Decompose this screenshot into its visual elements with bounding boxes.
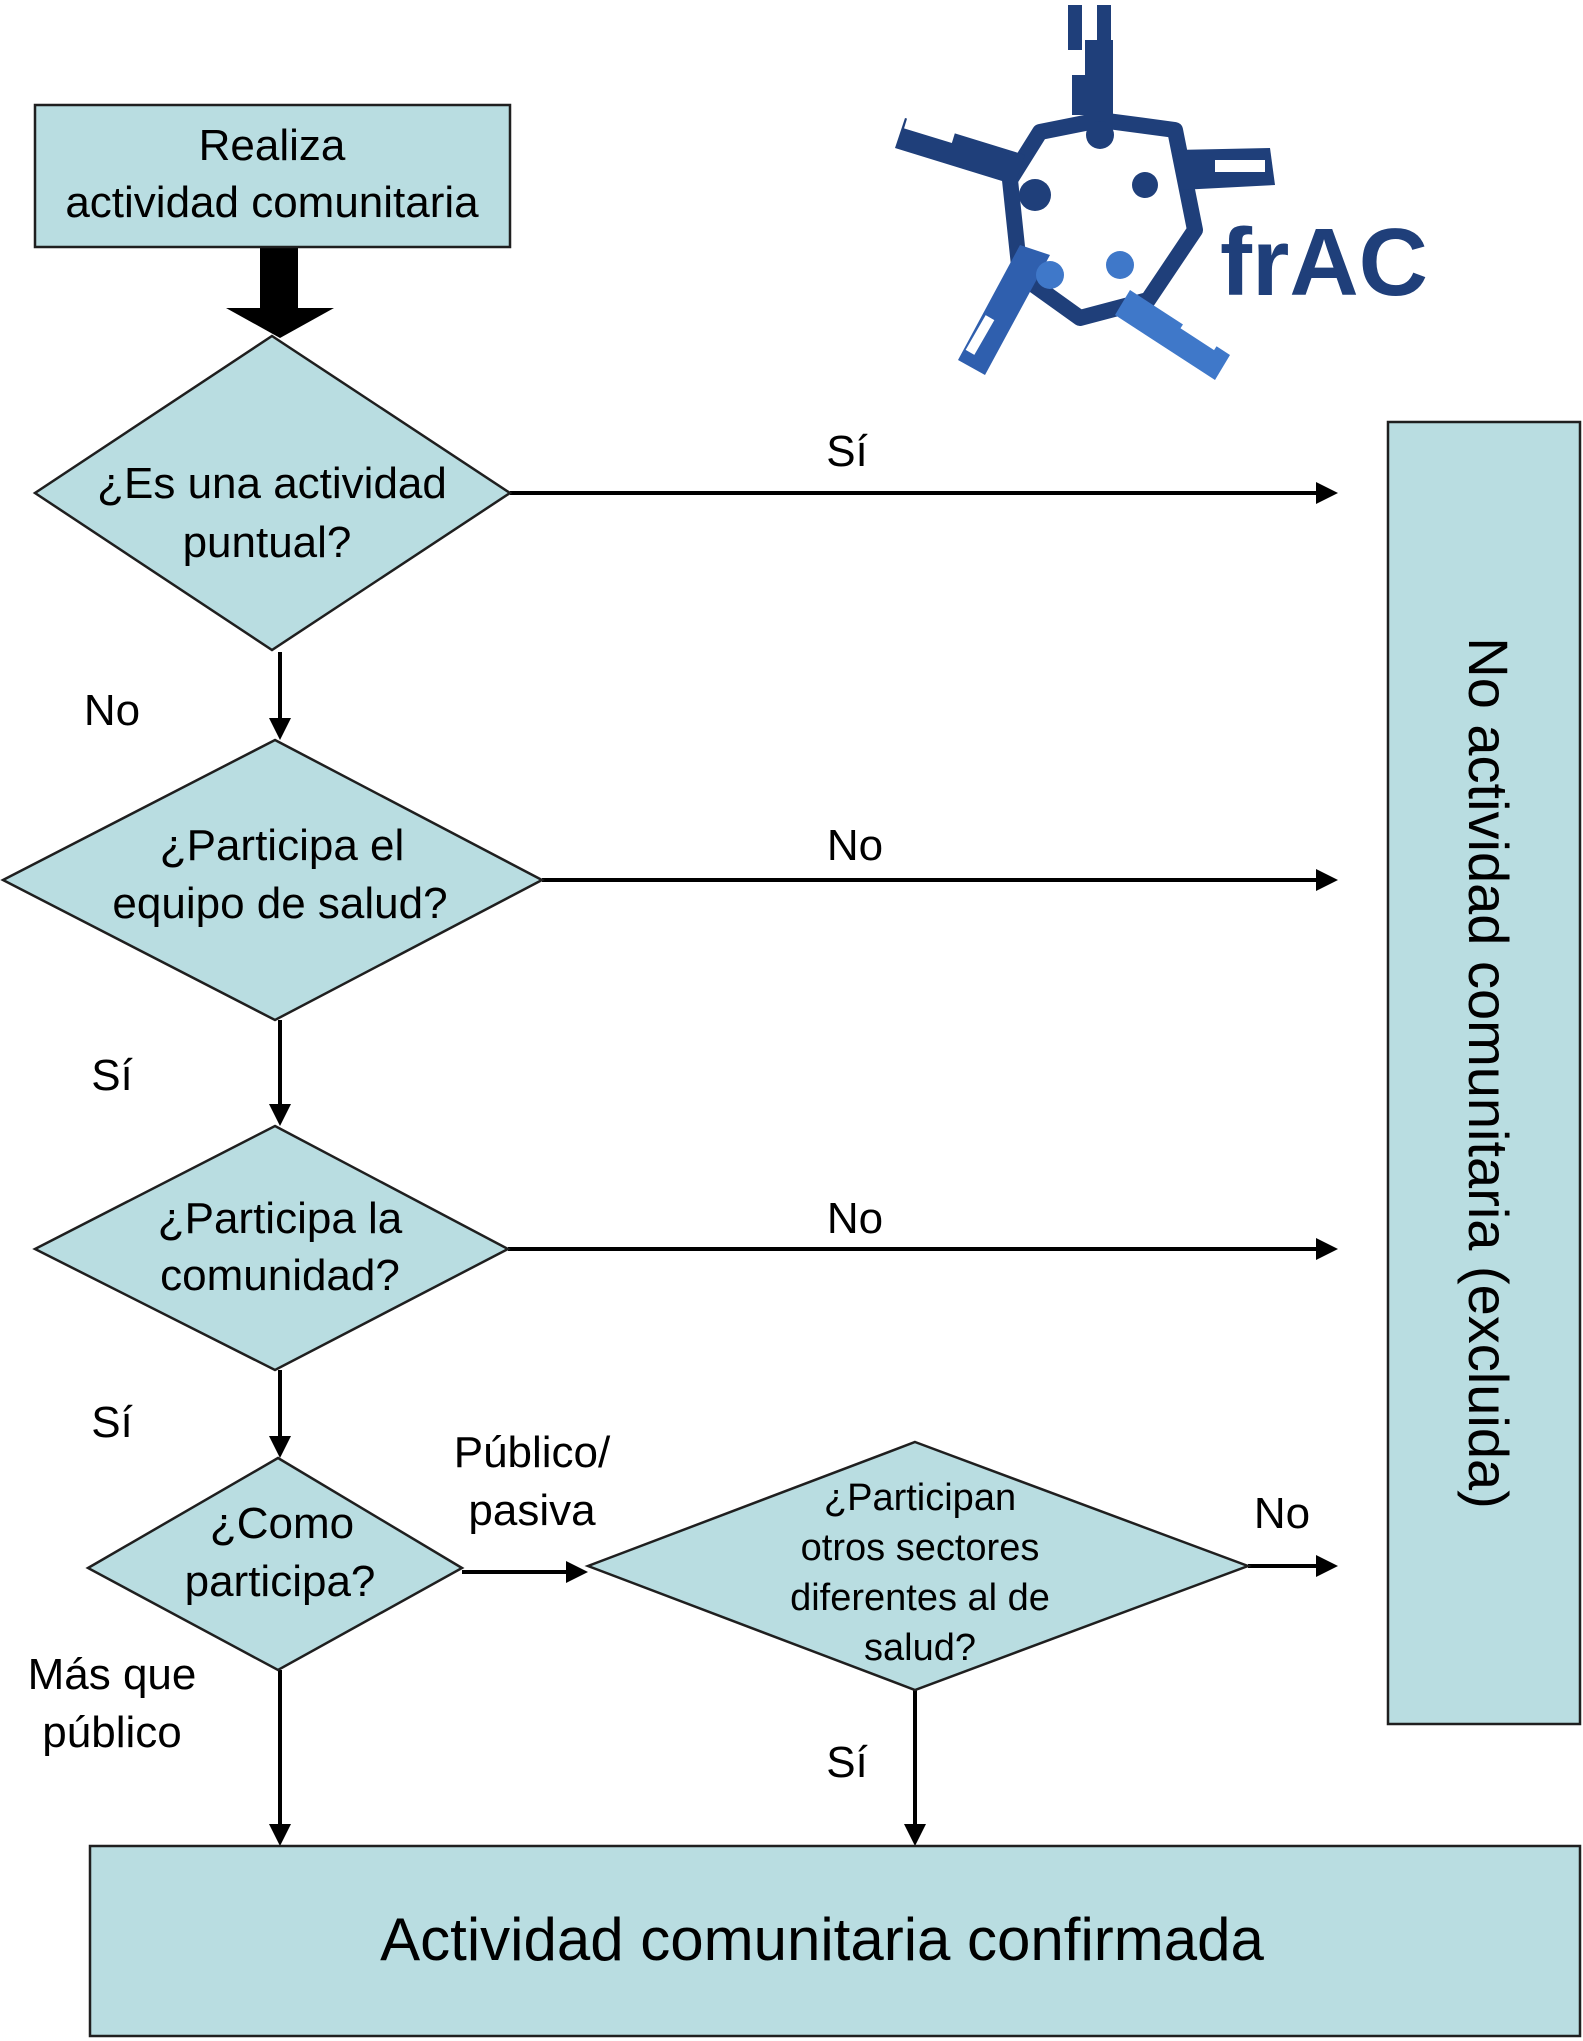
- node-q-health-team-diamond: [0, 738, 545, 1022]
- logo-hand-bottom-left: [958, 245, 1050, 375]
- logo-finger-left-1: [904, 114, 956, 144]
- logo-finger-right-1: [1215, 160, 1265, 172]
- edge-labels: Sí No No Sí No Sí Público/ pasiva Más qu…: [28, 427, 1311, 1787]
- node-start-box: [33, 103, 512, 249]
- logo-thumb-top: [1072, 75, 1112, 115]
- label-sectors-yes: Sí: [826, 1738, 868, 1787]
- node-confirmed-box: [88, 1844, 1582, 2038]
- label-community-no: No: [827, 1194, 883, 1243]
- node-q-community-line2: comunidad?: [160, 1251, 400, 1300]
- edge-community-yes-head: [269, 1436, 291, 1458]
- logo-ring: [1002, 112, 1203, 326]
- start-arrow-shaft: [260, 248, 298, 310]
- logo-finger-bottom-left: [965, 315, 995, 355]
- label-team-yes: Sí: [91, 1051, 133, 1100]
- logo-finger-top-left: [1068, 5, 1082, 50]
- node-start: Realiza actividad comunitaria: [33, 103, 512, 249]
- node-excluded-label: No actividad comunitaria (excluida): [1457, 637, 1520, 1509]
- node-q-health-team: ¿Participa el equipo de salud?: [0, 738, 545, 1022]
- edge-punctual-no-head: [269, 718, 291, 740]
- community-hands-icon: [895, 5, 1275, 380]
- node-q-community-diamond: [32, 1124, 511, 1372]
- logo-finger-bottom-right: [1180, 319, 1220, 351]
- logo-person-1: [1086, 121, 1114, 149]
- node-q-how-diamond: [85, 1456, 465, 1672]
- node-q-how: ¿Como participa?: [85, 1456, 465, 1672]
- node-start-line2: actividad comunitaria: [65, 178, 479, 227]
- node-q-punctual-diamond: [32, 334, 513, 652]
- label-punctual-yes: Sí: [826, 427, 868, 476]
- node-q-other-sectors-line3: diferentes al de: [790, 1577, 1050, 1619]
- label-team-no: No: [827, 821, 883, 870]
- logo-hand-bottom-right: [1115, 290, 1230, 380]
- node-excluded-box: [1386, 420, 1582, 1726]
- node-q-how-line2: participa?: [185, 1557, 376, 1606]
- node-q-other-sectors-diamond: [584, 1440, 1252, 1692]
- logo-text: frAC: [1220, 209, 1428, 316]
- label-how-public-line2: pasiva: [468, 1486, 596, 1535]
- label-how-more-line1: Más que: [28, 1650, 197, 1699]
- logo-person-5: [1106, 251, 1134, 279]
- logo-finger-top-right: [1097, 5, 1111, 50]
- logo-person-2: [1019, 179, 1051, 211]
- node-q-health-team-line2: equipo de salud?: [112, 879, 447, 928]
- edge-how-more-head: [269, 1824, 291, 1846]
- node-excluded: No actividad comunitaria (excluida): [1386, 420, 1582, 1726]
- start-arrow-head: [226, 308, 334, 338]
- label-punctual-no: No: [84, 686, 140, 735]
- label-community-yes: Sí: [91, 1398, 133, 1447]
- node-q-community: ¿Participa la comunidad?: [32, 1124, 511, 1372]
- edge-community-no-head: [1316, 1238, 1338, 1260]
- node-q-other-sectors: ¿Participan otros sectores diferentes al…: [584, 1440, 1252, 1692]
- label-sectors-no: No: [1254, 1489, 1310, 1538]
- connectors: [226, 248, 1338, 1846]
- node-q-other-sectors-line4: salud?: [864, 1627, 976, 1669]
- edge-team-yes-head: [269, 1104, 291, 1126]
- node-start-line1: Realiza: [199, 121, 346, 170]
- node-q-punctual-line1: ¿Es una actividad: [97, 459, 447, 508]
- node-q-community-line1: ¿Participa la: [158, 1194, 403, 1243]
- logo-person-3: [1132, 172, 1158, 198]
- node-q-health-team-line1: ¿Participa el: [160, 821, 405, 870]
- node-q-how-line1: ¿Como: [210, 1499, 354, 1548]
- frac-logo: frAC: [895, 5, 1428, 380]
- edge-punctual-yes-head: [1316, 482, 1338, 504]
- node-confirmed-label: Actividad comunitaria confirmada: [380, 1906, 1264, 1973]
- node-q-other-sectors-line1: ¿Participan: [824, 1477, 1016, 1519]
- node-q-other-sectors-line2: otros sectores: [801, 1527, 1040, 1569]
- label-how-more-line2: público: [42, 1708, 181, 1757]
- edge-how-public-head: [566, 1561, 588, 1583]
- edge-sectors-yes-head: [904, 1824, 926, 1846]
- node-q-punctual-line2: puntual?: [183, 518, 352, 567]
- label-how-public-line1: Público/: [454, 1428, 611, 1477]
- node-confirmed: Actividad comunitaria confirmada: [88, 1844, 1582, 2038]
- edge-team-no-head: [1316, 869, 1338, 891]
- edge-sectors-no-head: [1316, 1555, 1338, 1577]
- logo-person-4: [1036, 261, 1064, 289]
- node-q-punctual: ¿Es una actividad puntual?: [32, 334, 513, 652]
